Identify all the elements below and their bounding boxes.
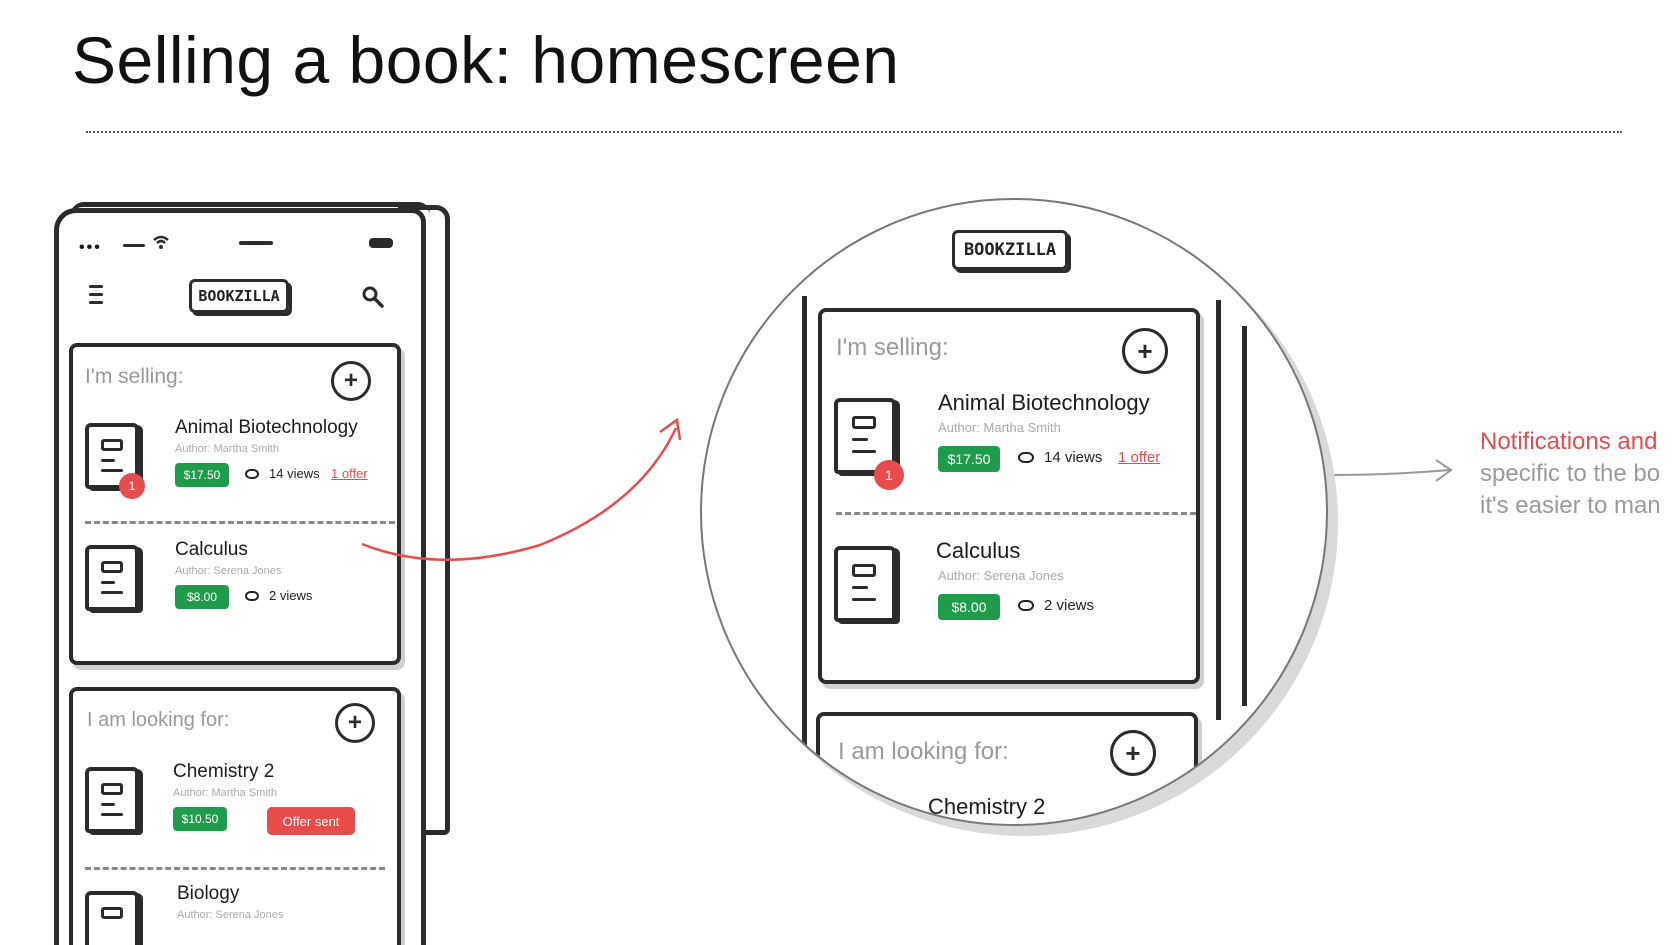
zoom-looking-label: I am looking for:	[838, 738, 1009, 765]
annotation-line-3: it's easier to man	[1480, 492, 1661, 519]
zoom-add-looking-button[interactable]: +	[1110, 730, 1156, 776]
list-item[interactable]: 1 Animal Biotechnology Author: Martha Sm…	[73, 415, 397, 515]
notification-badge: 1	[874, 460, 904, 490]
looking-label: I am looking for:	[87, 709, 230, 731]
row-divider	[85, 867, 385, 870]
eye-icon	[1018, 600, 1034, 611]
book-title: Calculus	[936, 538, 1021, 563]
row-divider	[836, 512, 1196, 515]
phone-mockup: ••• BOOKZILLA I'm selling: + 1 Animal	[54, 208, 426, 945]
zoom-phone-edge-right-2	[1242, 326, 1247, 706]
search-icon[interactable]	[361, 285, 385, 309]
book-icon	[85, 545, 139, 611]
zoom-phone-edge-right	[1216, 300, 1221, 720]
zoom-arrowhead	[659, 417, 682, 441]
eye-icon	[1018, 452, 1034, 463]
list-item[interactable]: Calculus Author: Serena Jones $8.00 2 vi…	[73, 537, 397, 637]
book-author: Author: Martha Smith	[173, 787, 277, 799]
speaker-slot	[239, 241, 273, 245]
title-divider	[86, 131, 1622, 133]
selling-card: I'm selling: + 1 Animal Biotechnology Au…	[69, 343, 401, 665]
book-author: Author: Serena Jones	[938, 568, 1064, 583]
views-count: 2 views	[245, 588, 312, 603]
notification-badge: 1	[119, 473, 145, 499]
hamburger-menu-icon[interactable]	[89, 285, 103, 307]
slide-title: Selling a book: homescreen	[72, 23, 900, 97]
annotation-pointer-head	[1435, 459, 1453, 482]
book-icon	[85, 891, 139, 945]
price-tag: $17.50	[175, 463, 229, 487]
book-title: Animal Biotechnology	[175, 417, 358, 438]
annotation-line-1: Notifications and	[1480, 428, 1658, 455]
offer-link[interactable]: 1 offer	[331, 466, 368, 481]
row-divider	[85, 521, 395, 524]
annotation-text: Notifications and specific to the bo it'…	[1480, 426, 1680, 522]
zoom-phone-edge-left	[802, 296, 807, 756]
price-tag: $17.50	[938, 446, 1000, 472]
zoom-selling-card: I'm selling: + 1 Animal Biotechnology Au…	[818, 308, 1200, 684]
views-count: 14 views	[1018, 449, 1102, 466]
list-item[interactable]: Chemistry 2 Author: Martha Smith $10.50 …	[73, 759, 397, 859]
eye-icon	[245, 468, 259, 479]
price-tag: $10.50	[173, 807, 227, 831]
views-count: 2 views	[1018, 597, 1094, 614]
add-selling-button[interactable]: +	[331, 361, 371, 401]
list-item[interactable]: Biology Author: Serena Jones	[73, 883, 397, 945]
status-bar: •••	[79, 235, 399, 256]
wifi-icon	[153, 235, 169, 249]
phone-frame-top	[70, 202, 430, 222]
signal-dots-icon: •••	[79, 239, 102, 256]
list-item[interactable]: Calculus Author: Serena Jones $8.00 2 vi…	[822, 538, 1198, 648]
selling-label: I'm selling:	[85, 365, 184, 388]
book-title: Biology	[177, 883, 240, 904]
book-author: Author: Serena Jones	[177, 909, 284, 921]
offer-link[interactable]: 1 offer	[1118, 449, 1161, 466]
book-author: Author: Martha Smith	[938, 420, 1061, 435]
book-title: Animal Biotechnology	[938, 390, 1150, 415]
zoom-app-logo: BOOKZILLA	[952, 230, 1068, 270]
book-title: Chemistry 2	[173, 761, 275, 782]
views-count: 14 views	[245, 466, 320, 481]
battery-icon	[369, 238, 393, 248]
price-tag: $8.00	[938, 594, 1000, 620]
book-icon	[85, 767, 139, 833]
list-item[interactable]: 1 Animal Biotechnology Author: Martha Sm…	[822, 390, 1198, 500]
eye-icon	[245, 590, 259, 601]
zoom-looking-card: I am looking for: + Chemistry 2	[816, 712, 1198, 824]
app-header: BOOKZILLA	[79, 273, 399, 323]
zoom-arrow	[361, 427, 678, 561]
add-looking-button[interactable]: +	[335, 703, 375, 743]
app-logo: BOOKZILLA	[189, 279, 289, 313]
zoom-detail-circle: BOOKZILLA I'm selling: + 1 Animal Biotec…	[700, 198, 1328, 826]
book-title: Chemistry 2	[928, 794, 1046, 819]
carrier-dash	[123, 244, 145, 247]
book-icon	[834, 546, 896, 622]
zoom-selling-label: I'm selling:	[836, 334, 949, 361]
book-author: Author: Martha Smith	[175, 443, 279, 455]
annotation-line-2: specific to the bo	[1480, 460, 1661, 487]
offer-sent-badge: Offer sent	[267, 807, 355, 835]
book-title: Calculus	[175, 539, 248, 560]
zoom-add-selling-button[interactable]: +	[1122, 328, 1168, 374]
looking-card: I am looking for: + Chemistry 2 Author: …	[69, 687, 401, 945]
price-tag: $8.00	[175, 585, 229, 609]
book-author: Author: Serena Jones	[175, 565, 282, 577]
